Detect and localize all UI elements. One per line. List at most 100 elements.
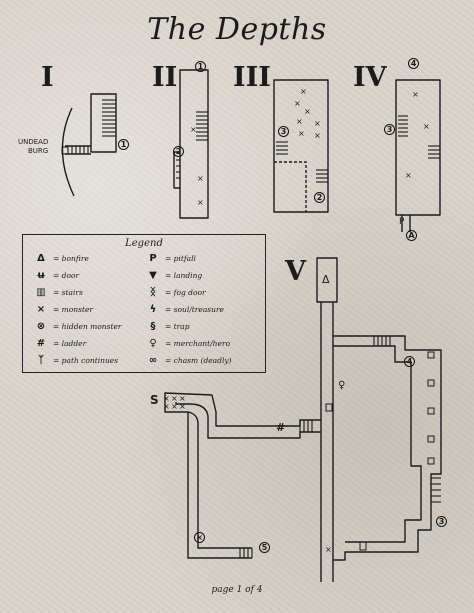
marker-3-v: 3 (436, 516, 447, 527)
section-iii-room (273, 79, 329, 213)
fog-door-icon: ᛝ (150, 287, 156, 298)
section-i-room (90, 93, 117, 153)
monster-marker: × (171, 402, 178, 411)
marker-2-iii: 2 (314, 192, 325, 203)
section-label-i: I (41, 62, 54, 93)
monster-marker: × (300, 87, 307, 96)
section-label-iii: III (233, 62, 271, 93)
page-title: The Depths (147, 12, 327, 47)
section-v-shaft (320, 302, 334, 582)
area-label-line2: BURG (28, 147, 49, 155)
alcove (427, 379, 435, 387)
legend-item-monster: × = monster (33, 304, 93, 315)
section-label-v: V (285, 256, 306, 287)
marker-2: 2 (173, 146, 184, 157)
monster-marker: × (163, 402, 170, 411)
stairs-icon: ▥ (36, 287, 46, 298)
monster-marker: × (405, 171, 412, 180)
section-label-ii: II (152, 62, 178, 93)
legend-item-fog-door: ᛝ = fog door (145, 287, 206, 298)
monster-marker: × (314, 119, 321, 128)
merchant-marker: ♀ (338, 380, 346, 391)
pitfall-icon: P (149, 253, 157, 264)
landing-marker: A (406, 230, 417, 241)
monster-marker: × (298, 129, 305, 138)
monster-marker: × (190, 125, 197, 134)
hidden-monster-marker: × (194, 532, 205, 543)
merchant-hero-icon: ♀ (149, 338, 157, 349)
path-continues-icon: ᛉ (38, 355, 44, 366)
monster-icon: × (36, 304, 46, 315)
door (325, 403, 333, 412)
section-v-east-wing (333, 335, 442, 561)
legend-item-pitfall: P = pitfall (145, 253, 196, 264)
monster-marker: × (197, 174, 204, 183)
legend: Legend Δ = bonfire ʉ = door ▥ = stairs ×… (22, 234, 266, 373)
stairs-section-ii (176, 111, 208, 179)
legend-item-ladder: # = ladder (33, 338, 86, 349)
marker-1-ii: 1 (195, 61, 206, 72)
section-iv-exit (401, 215, 411, 232)
monster-marker: × (412, 90, 419, 99)
monster-marker: × (314, 131, 321, 140)
door (61, 146, 69, 155)
section-label-iv: IV (353, 62, 387, 93)
legend-item-hidden-monster: ⊗ = hidden monster (33, 321, 122, 332)
alcove (427, 407, 435, 415)
trap-icon: § (150, 321, 156, 332)
section-v-shaft-top (316, 257, 338, 303)
legend-item-chasm: ∞ = chasm (deadly) (145, 355, 232, 366)
area-label-line1: UNDEAD (18, 138, 49, 146)
chasm-icon: ∞ (148, 355, 158, 366)
stairs-section-i-corridor (67, 146, 89, 154)
monster-marker: × (304, 107, 311, 116)
section-ii-step (173, 151, 180, 189)
marker-4: 4 (408, 58, 419, 69)
stairs-section-i (102, 99, 116, 137)
legend-item-door: ʉ = door (33, 270, 79, 281)
section-i-corridor (65, 145, 91, 155)
door-icon: ʉ (36, 270, 46, 281)
monster-marker: × (294, 99, 301, 108)
monster-marker: × (163, 394, 170, 403)
stairs-section-iv (398, 115, 440, 159)
legend-item-path-continues: ᛉ = path continues (33, 355, 118, 366)
alcove (427, 435, 435, 443)
monster-marker: × (179, 394, 186, 403)
pitfall-marker: P (399, 217, 405, 227)
marker-3: 3 (278, 126, 289, 137)
alcove (427, 457, 435, 465)
hidden-monster-icon: ⊗ (36, 321, 46, 332)
marker-5: 5 (259, 542, 270, 553)
ladder-icon: # (36, 338, 46, 349)
legend-item-landing: ▼ = landing (145, 270, 202, 281)
soul-treasure-icon: ϟ (149, 304, 157, 315)
legend-item-stairs: ▥ = stairs (33, 287, 83, 298)
legend-item-trap: § = trap (145, 321, 190, 332)
soul-treasure-marker: S (150, 393, 159, 407)
stairs-section-iii (276, 141, 328, 183)
monster-marker: × (296, 117, 303, 126)
stairs-section-v (239, 336, 441, 558)
alcove (427, 351, 435, 359)
landing-icon: ▼ (149, 270, 157, 281)
marker-4-v: 4 (404, 356, 415, 367)
bonfire-icon: Δ (37, 253, 45, 264)
monster-marker: × (171, 394, 178, 403)
marker-1: 1 (118, 139, 129, 150)
section-iii-partition (274, 161, 307, 212)
legend-title: Legend (125, 238, 163, 249)
marker-3-iv: 3 (384, 124, 395, 135)
bonfire-marker: Δ (322, 273, 330, 286)
legend-item-merchant-hero: ♀ = merchant/hero (145, 338, 230, 349)
monster-marker: × (179, 402, 186, 411)
section-v-west-branch (164, 392, 321, 559)
monster-marker: × (197, 198, 204, 207)
section-iv-room (395, 79, 441, 216)
legend-item-bonfire: Δ = bonfire (33, 253, 89, 264)
legend-item-soul-treasure: ϟ = soul/treasure (145, 304, 224, 315)
door (359, 541, 367, 551)
ladder-marker: # (276, 421, 286, 434)
page-number: page 1 of 4 (211, 585, 263, 595)
